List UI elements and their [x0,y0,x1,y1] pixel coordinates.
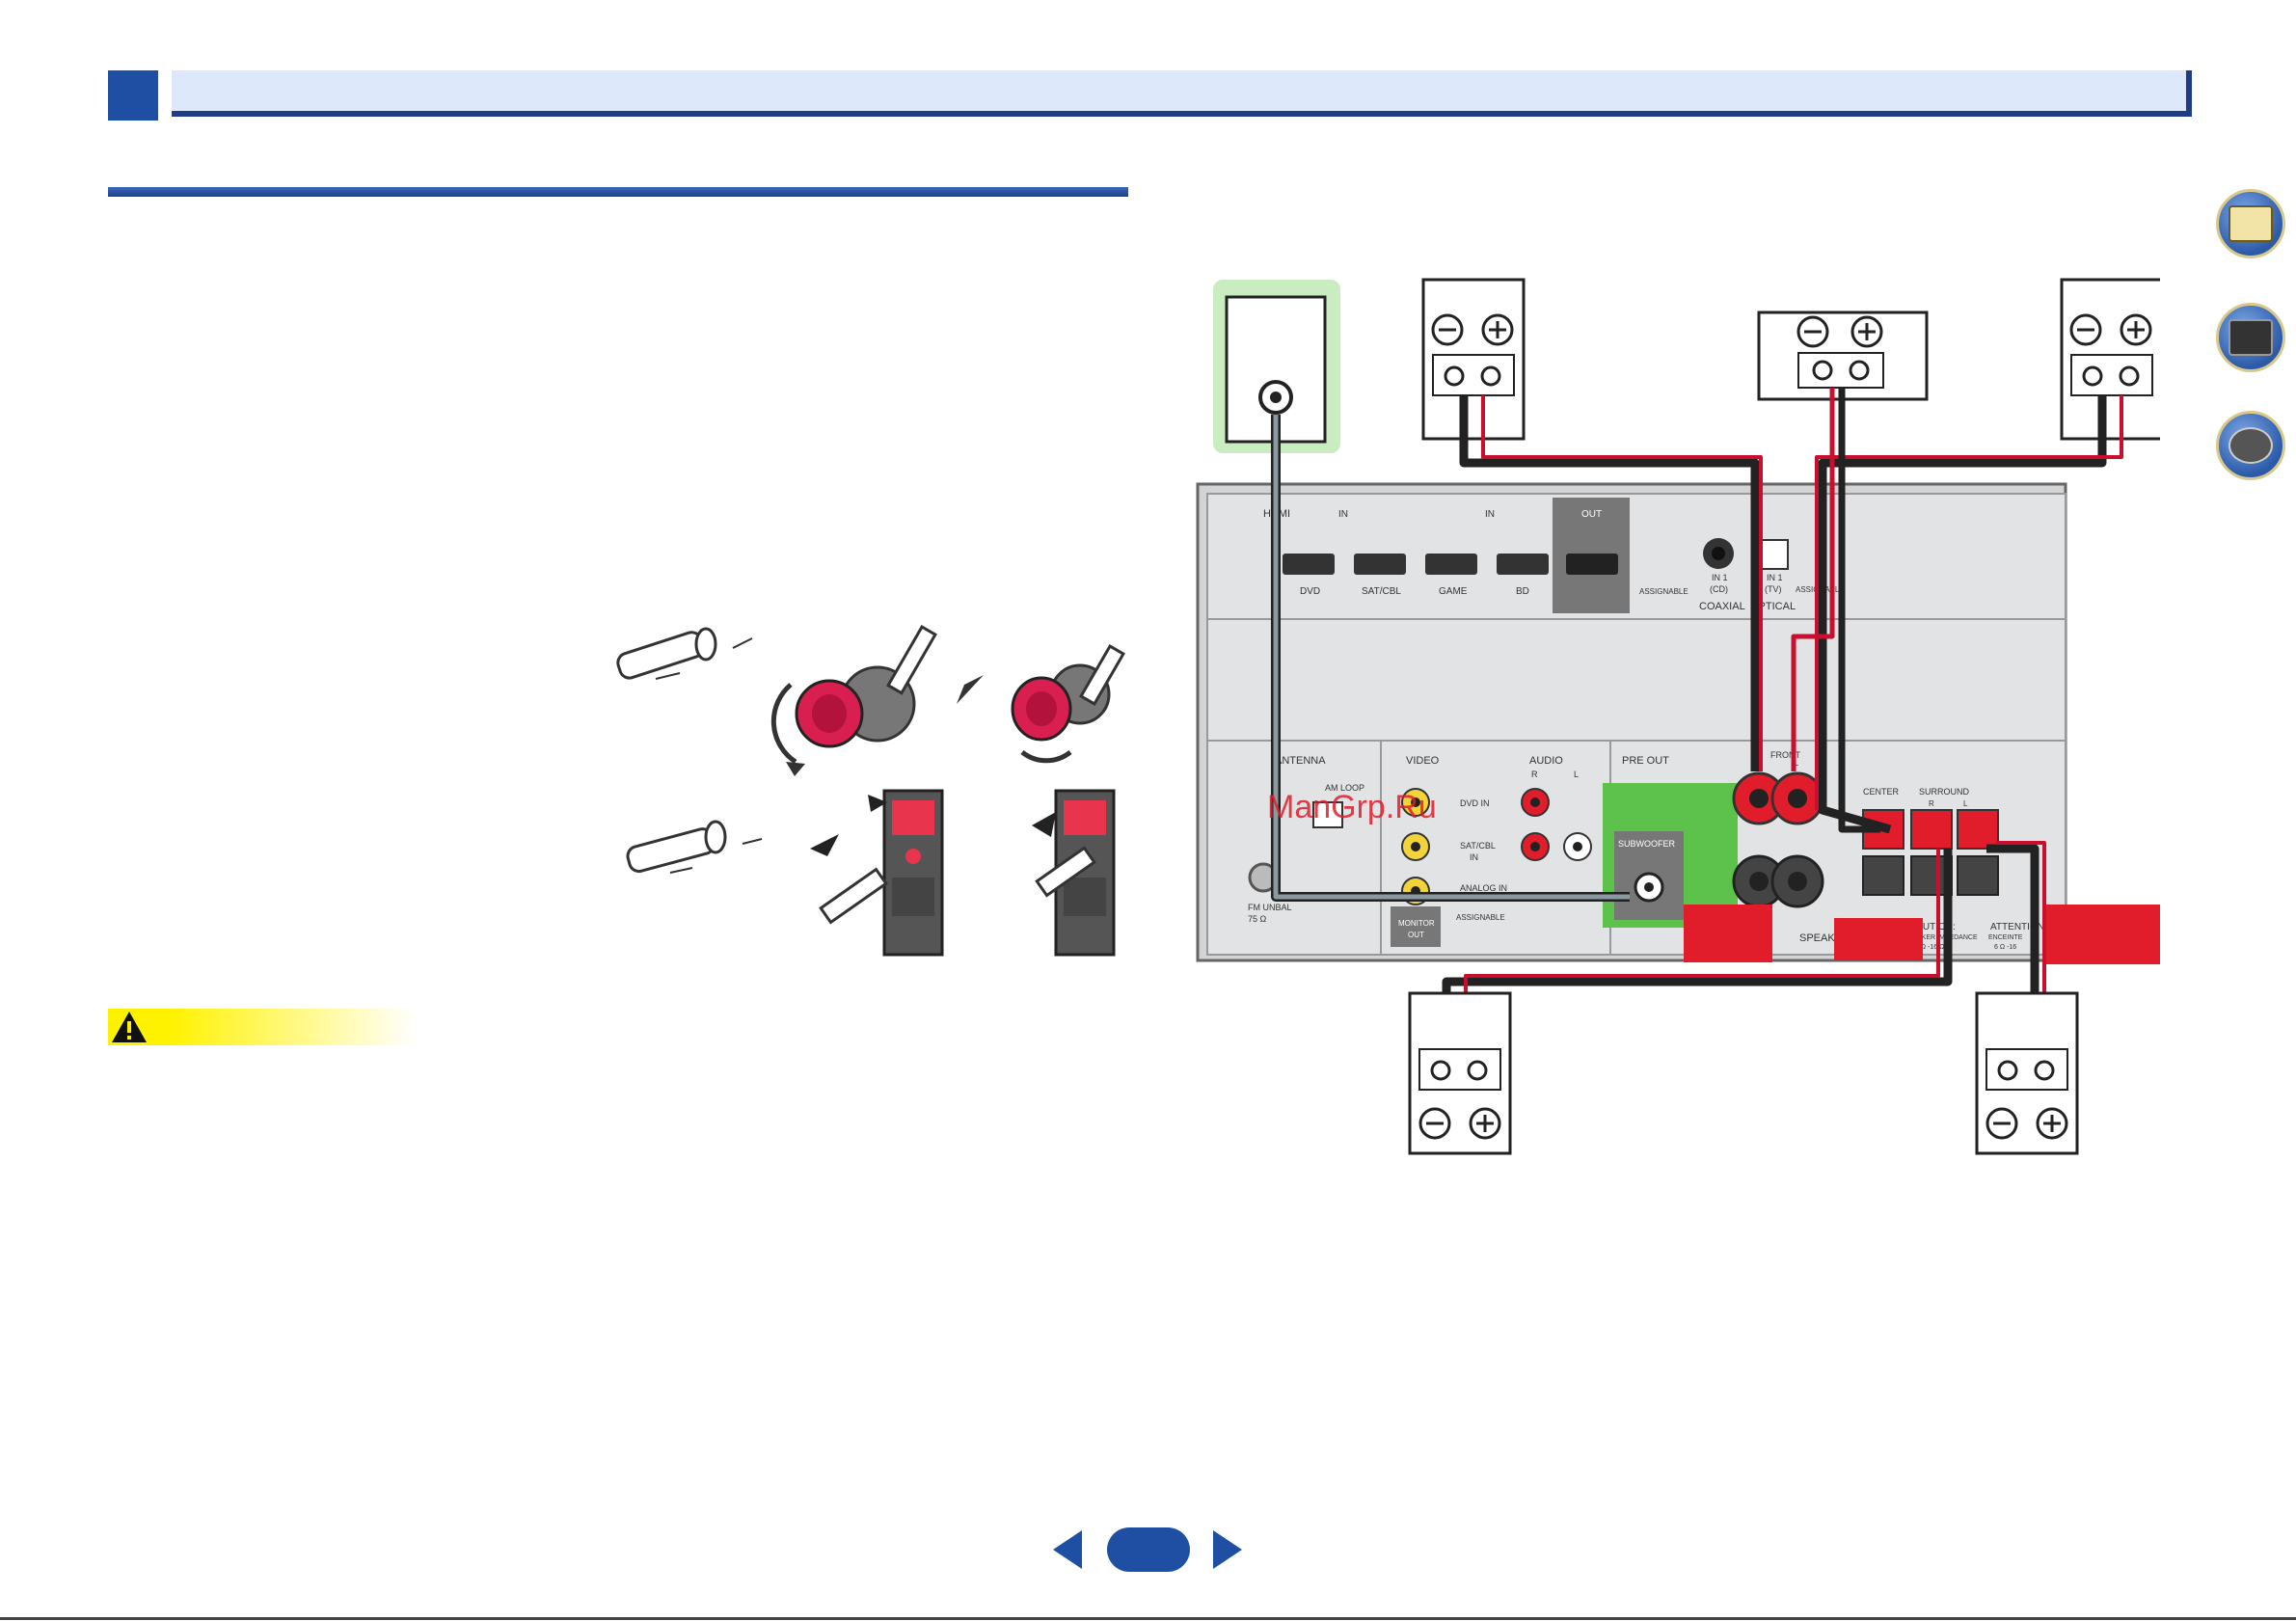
hdmi-out-label: OUT [1581,509,1602,520]
watermark-text: ManGrp.Ru [1267,789,1437,825]
spring-terminal-release [1032,789,1116,957]
antenna-label: ANTENNA [1275,755,1326,767]
remote-help-icon[interactable] [2216,411,2285,480]
impedance-range-1: 6 Ω -16 Ω [1915,944,1944,951]
bottom-rule [0,1617,2296,1620]
speaker-front-right [2060,278,2160,441]
subwoofer-label: SUBWOOFER [1618,839,1676,849]
impedance-range-2: 6 Ω -16 [1994,944,2016,951]
panel-caution-label: CAUTION: [1909,922,1956,932]
hdmi-in-label: IN [1338,509,1348,520]
audio-label: AUDIO [1529,755,1563,767]
analog-in-label: ANALOG IN [1460,883,1507,893]
speaker-surround-left [1408,991,1512,1155]
front-l-label: L [1794,758,1798,768]
callout-front [1684,905,1772,962]
receiver-icon[interactable] [2216,303,2285,372]
audio-r-label: R [1531,770,1538,779]
fm-ohm-label: 75 Ω [1248,914,1267,924]
pre-out-label: PRE OUT [1622,755,1669,767]
assignable-label-1: ASSIGNABLE [1639,587,1688,596]
speakers-label: SPEAK [1799,932,1835,944]
enceinte-label: ENCEINTE [1988,934,2023,941]
chapter-title-bar [172,70,2192,117]
coaxial-label: COAXIAL [1699,601,1745,612]
surround-l-label: L [1963,799,1968,808]
coax-in-label: IN 1 [1712,573,1728,582]
receiver-rear-panel: HDMI IN IN OUT DVD SAT/CBL GAME BD ASSIG… [1196,482,2067,962]
spring-terminal-insert [810,789,944,957]
callout-center [1834,918,1923,960]
speaker-front-left [1421,278,1526,441]
surround-r-label: R [1929,799,1934,808]
rca-jacks [1401,788,1592,905]
connection-diagram: HDMI IN IN OUT DVD SAT/CBL GAME BD ASSIG… [1196,278,2160,1155]
assignable-label-3: ASSIGNABLE [1456,913,1505,922]
right-arrow-icon[interactable] [1213,1530,1242,1569]
hdmi-in-label-2: IN [1485,509,1495,520]
speaker-impedance-label: SPEAKER IMPEDANCE [1904,934,1978,941]
page-number-pill [1107,1527,1190,1572]
left-arrow-icon[interactable] [1053,1530,1082,1569]
center-label: CENTER [1863,787,1900,797]
am-loop-label: AM LOOP [1325,783,1364,793]
screw-terminal-tighten [1011,643,1125,764]
video-label: VIDEO [1406,755,1440,767]
speaker-wire-illustration [616,624,1125,957]
stripped-wire-top [616,627,753,680]
panel-attention-label: ATTENTION: [1990,922,2047,932]
stripped-wire-bottom [626,820,763,874]
screw-terminal-loosen [770,624,984,776]
audio-l-label: L [1574,770,1579,779]
book-icon[interactable] [2216,189,2285,258]
surround-label: SURROUND [1919,787,1970,797]
section-heading-rule [108,187,1128,197]
hdmi-input-satcbl: SAT/CBL [1362,586,1401,597]
sat-cbl-label: SAT/CBL [1460,841,1496,851]
hdmi-ports [1283,554,1618,575]
hdmi-input-game: GAME [1439,586,1468,597]
speaker-center [1757,311,1929,401]
fm-unbal-label: FM UNBAL [1248,903,1292,912]
monitor-out-label-1: MONITOR [1398,919,1435,928]
dvd-in-label: DVD IN [1460,798,1490,808]
callout-surround [2042,905,2160,964]
front-label: FRONT [1770,750,1800,760]
monitor-out-label-2: OUT [1408,931,1424,939]
speaker-terminals [1862,809,1999,896]
chapter-number-box [108,70,158,121]
optical-in-label: IN 1 [1767,573,1783,582]
speaker-cables [1271,388,2123,1041]
speaker-surround-right [1975,991,2079,1155]
warning-triangle-icon [112,1012,147,1042]
coax-sub-label: (CD) [1710,584,1728,594]
caution-banner [108,1009,417,1045]
sat-cbl-in-label: IN [1470,852,1478,862]
hdmi-input-bd: BD [1516,586,1529,597]
hdmi-input-dvd: DVD [1300,586,1320,597]
optical-sub-label: (TV) [1765,584,1782,594]
